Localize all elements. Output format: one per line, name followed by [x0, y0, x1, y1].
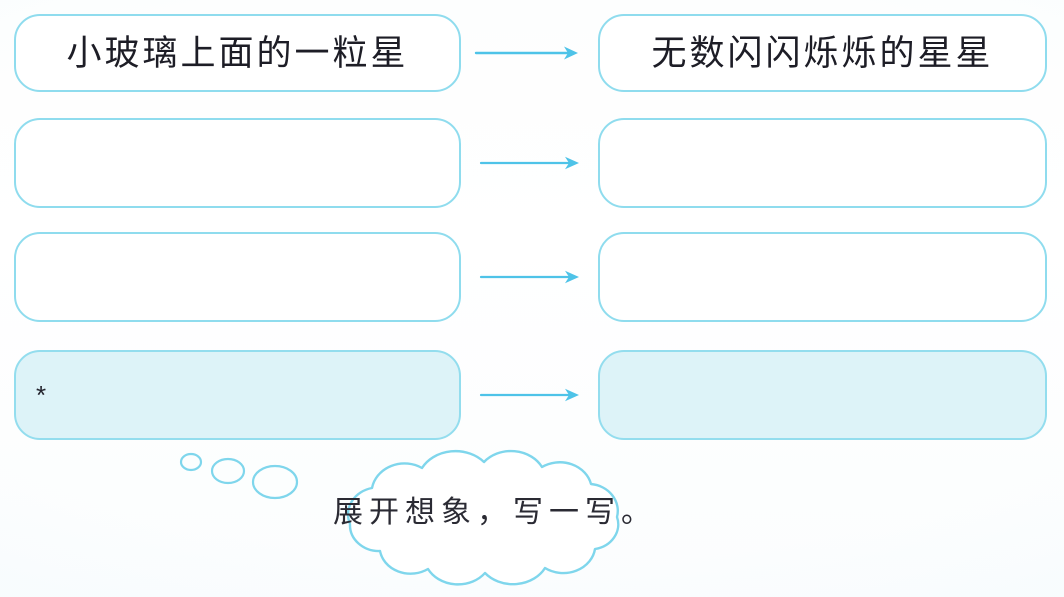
thought-cloud-icon [160, 440, 720, 590]
row-4-left-box[interactable]: * [14, 350, 461, 440]
exercise-row-1: 小玻璃上面的一粒星 无数闪闪烁烁的星星 [0, 14, 1064, 92]
row-4-arrow-right-icon [478, 384, 590, 406]
row-3-arrow-right-icon [478, 266, 590, 288]
row-3-left-box[interactable] [14, 232, 461, 322]
row-4-left-marker: * [36, 380, 47, 410]
row-1-right-text: 无数闪闪烁烁的星星 [651, 33, 994, 73]
row-2-arrow-right-icon [478, 152, 590, 174]
row-1-left-text: 小玻璃上面的一粒星 [66, 33, 409, 73]
thought-bubble-text: 展开想象，写一写。 [333, 496, 657, 529]
exercise-row-3 [0, 232, 1064, 322]
row-1-right-box[interactable]: 无数闪闪烁烁的星星 [598, 14, 1047, 92]
row-1-arrow-right-icon [472, 42, 590, 64]
row-2-right-box[interactable] [598, 118, 1047, 208]
exercise-row-4: * [0, 350, 1064, 440]
row-3-right-box[interactable] [598, 232, 1047, 322]
row-1-left-box[interactable]: 小玻璃上面的一粒星 [14, 14, 461, 92]
exercise-row-2 [0, 118, 1064, 208]
row-2-left-box[interactable] [14, 118, 461, 208]
row-4-right-box[interactable] [598, 350, 1047, 440]
